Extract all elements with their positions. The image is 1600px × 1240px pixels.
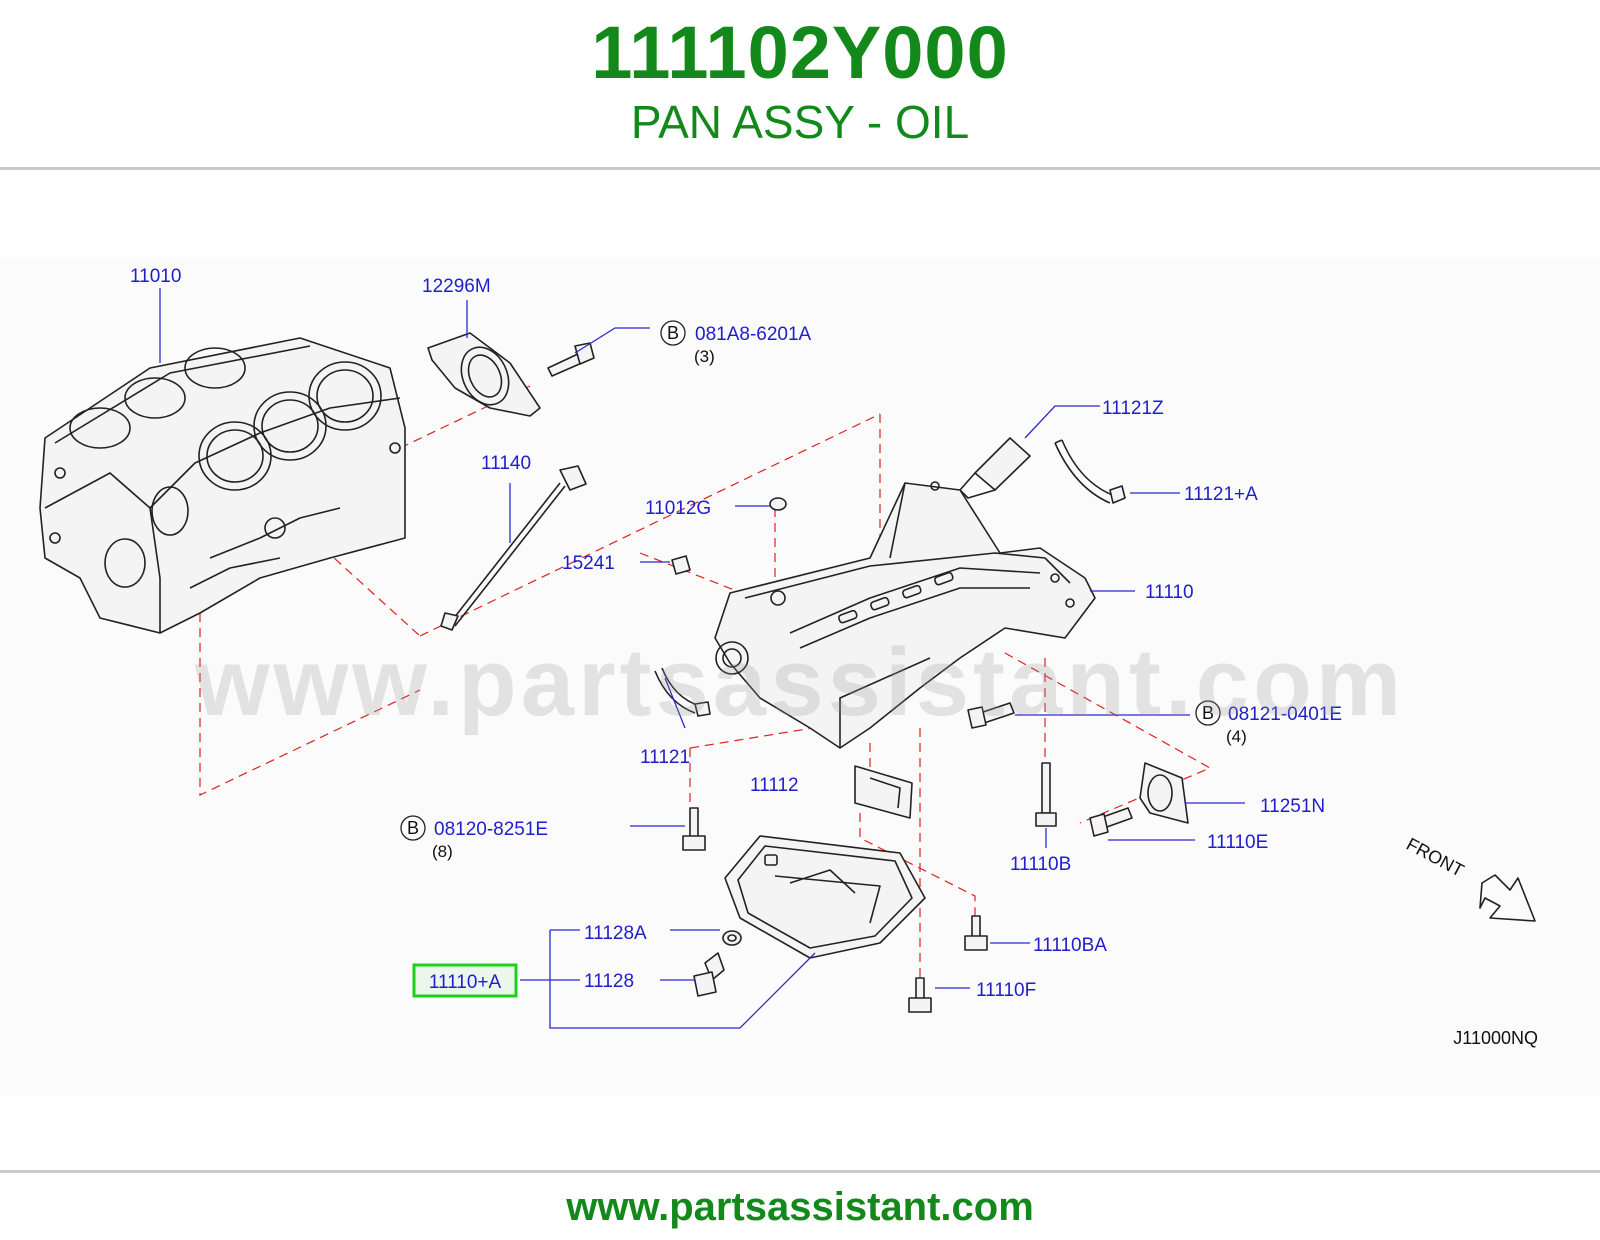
bracket-11112-part[interactable] — [854, 765, 913, 819]
upper-oil-pan-part[interactable] — [714, 481, 1096, 749]
exploded-parts-diagram: B B B 11010 12296M 081A8-6201A (3) 11140… — [0, 258, 1600, 1096]
header-divider — [0, 167, 1600, 170]
drain-plug-part[interactable] — [693, 952, 725, 997]
callout-11010[interactable]: 11010 — [130, 266, 181, 287]
callout-11110ba[interactable]: 11110BA — [1033, 935, 1107, 956]
callout-11110b[interactable]: 11110B — [1010, 854, 1071, 875]
callout-08121-0401e[interactable]: 08121-0401E — [1228, 704, 1342, 725]
bolt-11110b-part[interactable] — [1035, 762, 1057, 827]
bolt-08121-part[interactable] — [967, 702, 1015, 729]
footer-website-link[interactable]: www.partsassistant.com — [566, 1185, 1034, 1229]
callout-11121z[interactable]: 11121Z — [1102, 398, 1164, 419]
oil-pressure-switch-part[interactable] — [671, 555, 691, 575]
footer-divider — [0, 1170, 1600, 1173]
cylinder-block-part[interactable] — [39, 337, 406, 634]
rear-oil-seal-retainer-part[interactable] — [427, 332, 541, 417]
retainer-bolt-part[interactable] — [547, 342, 595, 377]
front-arrow-icon — [1479, 874, 1536, 922]
bolt-marker-letter: B — [1202, 703, 1214, 723]
bolt-11110e-part[interactable] — [1089, 807, 1133, 837]
bolt-11110f-part[interactable] — [908, 977, 932, 1013]
callout-15241[interactable]: 15241 — [562, 553, 615, 574]
bolt-08120-part[interactable] — [682, 807, 706, 851]
front-label: FRONT — [1403, 834, 1467, 881]
page-header: 111102Y000 PAN ASSY - OIL — [0, 0, 1600, 168]
callout-11140[interactable]: 11140 — [481, 453, 531, 474]
highlighted-callout-label[interactable]: 11110+A — [429, 972, 502, 993]
callout-081a8-6201a[interactable]: 081A8-6201A — [695, 324, 812, 345]
part-title: PAN ASSY - OIL — [630, 96, 970, 148]
diagram-canvas: B B B 11010 12296M 081A8-6201A (3) 11140… — [39, 266, 1538, 1048]
callout-11110e[interactable]: 11110E — [1207, 832, 1268, 853]
bolt-marker-08120: B — [400, 815, 426, 841]
bracket-11251n-part[interactable] — [1139, 762, 1189, 824]
baffle-plate-part[interactable] — [1054, 439, 1126, 504]
callout-11012g[interactable]: 11012G — [645, 498, 711, 519]
callout-11128a[interactable]: 11128A — [584, 923, 647, 944]
callout-11110[interactable]: 11110 — [1145, 582, 1194, 603]
callout-11110f[interactable]: 11110F — [976, 980, 1036, 1001]
part-number: 111102Y000 — [591, 11, 1009, 94]
bolt-11110ba-part[interactable] — [964, 915, 988, 951]
callout-12296m[interactable]: 12296M — [422, 276, 491, 297]
drain-plug-washer-part[interactable] — [722, 930, 742, 946]
baffle-11121-part[interactable] — [654, 667, 711, 717]
plug-11012g-part[interactable] — [769, 497, 787, 511]
highlighted-callout-11110-a[interactable]: 11110+A — [412, 963, 518, 998]
callout-08120-8251e[interactable]: 08120-8251E — [434, 819, 548, 840]
diagram-code: J11000NQ — [1453, 1028, 1538, 1048]
callout-08121-qty: (4) — [1226, 727, 1247, 746]
callout-11251n[interactable]: 11251N — [1260, 796, 1325, 817]
bolt-marker-letter: B — [407, 818, 419, 838]
lower-oil-pan-part[interactable] — [724, 835, 926, 959]
callout-11128[interactable]: 11128 — [584, 971, 634, 992]
callout-labels: 11010 12296M 081A8-6201A (3) 11140 11121… — [130, 266, 1342, 1001]
callout-081a8-qty: (3) — [694, 347, 715, 366]
callout-leader-lines — [159, 288, 1245, 1029]
callout-11121[interactable]: 11121 — [640, 747, 690, 768]
liquid-gasket-tube-part[interactable] — [953, 437, 1031, 499]
oil-level-gauge-part[interactable] — [440, 465, 587, 631]
front-direction-indicator: FRONT — [1403, 834, 1536, 922]
callout-08120-qty: (8) — [432, 842, 453, 861]
callout-11112[interactable]: 11112 — [750, 775, 799, 796]
bolt-marker-081a8: B — [660, 320, 686, 346]
bolt-marker-08121: B — [1195, 700, 1221, 726]
bolt-marker-letter: B — [667, 323, 679, 343]
callout-11121-a[interactable]: 11121+A — [1184, 484, 1258, 505]
